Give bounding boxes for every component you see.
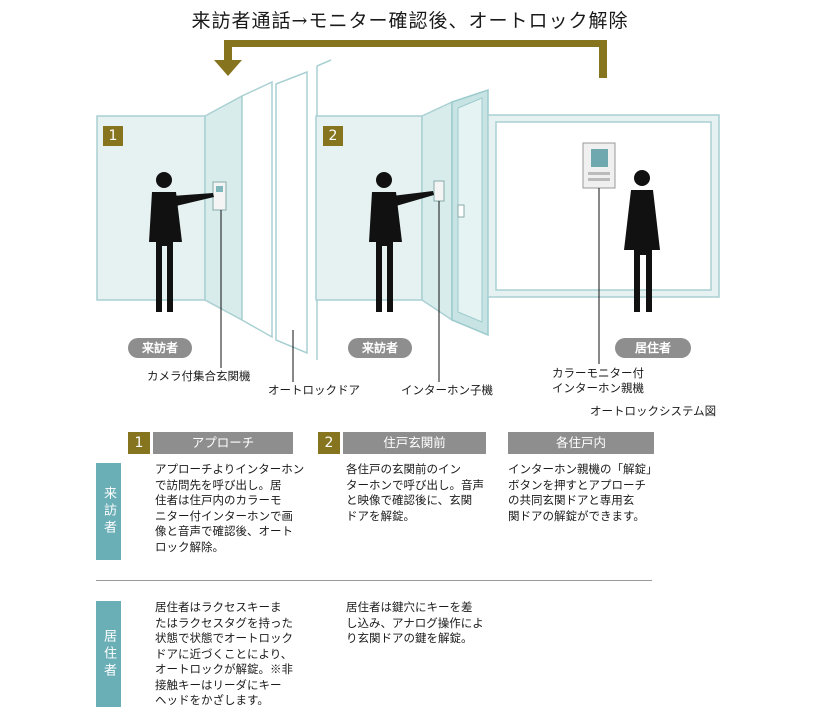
flow-arrow bbox=[214, 40, 607, 78]
column-1-number: 1 bbox=[128, 432, 150, 454]
row-label-visitor: 来訪者 bbox=[96, 463, 121, 560]
row-divider bbox=[96, 580, 652, 581]
resident-approach-text: 居住者はラクセスキーま たはラクセスタグを持った 状態で状態でオートロック ドア… bbox=[155, 600, 293, 707]
visitor-in-residence-text: インターホン親機の「解錠」 ボタンを押すとアプローチ の共同玄関ドアと専用玄 関… bbox=[508, 462, 658, 523]
column-2-number: 2 bbox=[318, 432, 340, 454]
camera-panel-label: カメラ付集合玄関機 bbox=[147, 369, 251, 383]
color-monitor-master-unit-icon bbox=[582, 142, 616, 189]
row-label-resident: 居住者 bbox=[96, 601, 121, 707]
resident-figure bbox=[624, 170, 660, 312]
visitor-pill-2: 来訪者 bbox=[348, 338, 412, 358]
resident-pill: 居住者 bbox=[615, 338, 691, 358]
visitor-figure-2 bbox=[369, 172, 434, 312]
autolock-door-pane-2 bbox=[275, 70, 308, 355]
visitor-figure-1 bbox=[149, 172, 214, 312]
visitor-approach-text: アプローチよりインターホン で訪問先を呼び出し。居 住者は住戸内のカラーモ ニタ… bbox=[155, 462, 305, 554]
column-1-header: アプローチ bbox=[153, 432, 293, 454]
autolock-door-pane-1 bbox=[241, 80, 273, 339]
entrance-side-wall bbox=[421, 100, 453, 322]
intercom-slave-label: インターホン子機 bbox=[401, 383, 493, 397]
monitor-label-line2: インターホン親機 bbox=[552, 381, 644, 395]
intercom-slave-unit-icon bbox=[433, 180, 445, 202]
scene-step-1-badge: 1 bbox=[103, 126, 123, 146]
scene-step-2-badge: 2 bbox=[323, 126, 343, 146]
column-3-header: 各住戸内 bbox=[508, 432, 654, 454]
monitor-label-line1: カラーモニター付 bbox=[552, 366, 644, 380]
column-2-header: 住戸玄関前 bbox=[343, 432, 486, 454]
autolock-door-label: オートロックドア bbox=[268, 383, 360, 397]
diagram-title: 来訪者通話→モニター確認後、オートロック解除 bbox=[191, 10, 629, 32]
autolock-scene-illustration bbox=[96, 40, 720, 382]
diagram-caption: オートロックシステム図 bbox=[590, 404, 717, 418]
visitor-entrance-text: 各住戸の玄関前のイン ターホンで呼び出し。音声 と映像で確認後に、玄関 ドアを解… bbox=[346, 462, 484, 523]
resident-entrance-text: 居住者は鍵穴にキーを差 し込み、アナログ操作によ り玄関ドアの鍵を解錠。 bbox=[346, 600, 484, 645]
visitor-pill-1: 来訪者 bbox=[128, 338, 192, 358]
